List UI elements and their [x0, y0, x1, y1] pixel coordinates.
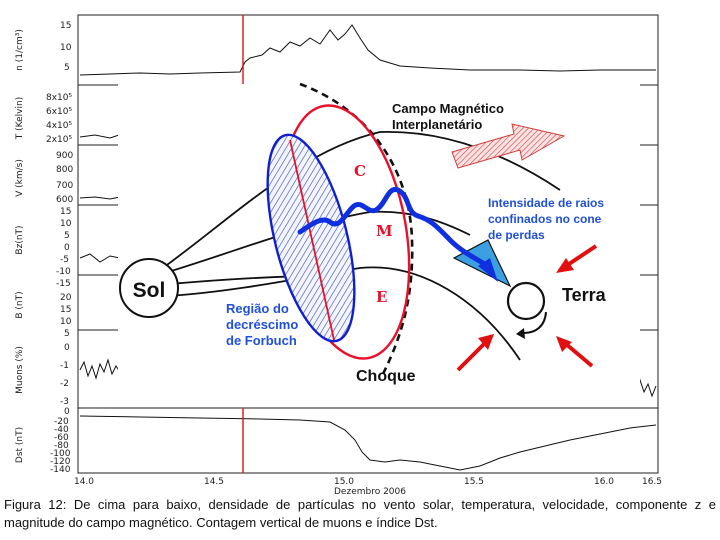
- schematic: Sol Terra C M E Campo Magnético Interpla…: [119, 82, 607, 385]
- dst-tick: -60: [54, 433, 69, 443]
- dst-tick: -140: [50, 465, 71, 475]
- temperature-tick: 8x10⁵: [46, 93, 73, 103]
- b-axis-label: B (nT): [15, 291, 25, 318]
- x-tick: 15.5: [464, 477, 484, 487]
- density-tick: 10: [60, 43, 72, 53]
- dst-tick: -80: [54, 441, 69, 451]
- velocity-trace: [79, 195, 126, 200]
- sun-label: Sol: [133, 279, 166, 302]
- particle-path: [297, 186, 491, 269]
- sun-circle: [119, 258, 179, 318]
- muon-axis-label: Muons (%): [15, 346, 25, 394]
- x-tick: 16.5: [642, 477, 662, 487]
- temperature-tick: 4x10⁵: [46, 121, 73, 131]
- incoming-arrows: [456, 244, 598, 372]
- velocity-axis-label: V (km/s): [15, 159, 25, 197]
- muon-tick: -3: [60, 397, 69, 407]
- muon-trace: [79, 358, 125, 380]
- x-tick: 14.0: [74, 477, 94, 487]
- rotation-arrowhead: [516, 328, 525, 339]
- forbush-label-line3: de Forbuch: [226, 333, 297, 348]
- bz-tick: -10: [56, 267, 71, 277]
- region-e-label: E: [376, 288, 387, 306]
- cr-label-line1: Intensidade de raios: [488, 196, 604, 210]
- velocity-tick: 700: [56, 181, 73, 191]
- dst-tick: -20: [54, 417, 69, 427]
- dst-tick: -120: [50, 457, 71, 467]
- density-tick: 15: [60, 21, 71, 31]
- temperature-tick: 2x10⁵: [46, 135, 73, 145]
- bz-trace: [79, 253, 126, 263]
- dst-tick: -100: [50, 449, 71, 459]
- cme-axis-line: [289, 139, 335, 341]
- earth-label: Terra: [562, 285, 607, 305]
- shock-front: [299, 82, 414, 377]
- forbush-label-line1: Região do: [226, 301, 289, 316]
- temperature-trace: [79, 132, 126, 139]
- imf-label-line1: Campo Magnético: [392, 101, 504, 116]
- velocity-tick: 800: [56, 165, 73, 175]
- x-tick: 15.0: [334, 477, 354, 487]
- x-axis-label: Dezembro 2006: [334, 487, 406, 496]
- forbush-label-line2: decréscimo: [226, 317, 298, 332]
- field-line: [167, 266, 521, 361]
- muon-tick: -1: [60, 361, 69, 371]
- muon-tick: 0: [64, 343, 70, 353]
- muon-tick: -2: [60, 379, 69, 389]
- earth-circle: [506, 281, 546, 321]
- temperature-axis-label: T (Kelvin): [15, 97, 25, 140]
- dst-tick: -40: [54, 425, 69, 435]
- shock-label: Choque: [356, 368, 416, 385]
- x-tick: 14.5: [204, 477, 224, 487]
- b-tick: 20: [60, 293, 72, 303]
- bz-tick: 15: [60, 207, 71, 217]
- field-line: [167, 210, 471, 273]
- density-axis-label: n (1/cm³): [15, 29, 25, 71]
- b-tick: 15: [60, 305, 71, 315]
- bz-tick: 5: [64, 231, 70, 241]
- region-c-label: C: [354, 162, 366, 180]
- dst-trace: [79, 415, 657, 471]
- cr-label-line2: confinados no cone: [488, 212, 602, 226]
- figure-caption: Figura 12: De cima para baixo, densidade…: [4, 497, 716, 530]
- temperature-tick: 6x10⁵: [46, 107, 73, 117]
- dst-tick: 0: [64, 407, 70, 417]
- b-tick: 10: [60, 317, 72, 327]
- rotation-arrow: [523, 311, 547, 334]
- density-tick: 5: [64, 63, 70, 73]
- dst-axis-label: Dst (nT): [15, 427, 25, 463]
- bz-tick: -15: [56, 279, 71, 289]
- particle-arrowhead: [478, 258, 498, 282]
- bz-tick: 0: [64, 243, 70, 253]
- cr-label-line3: de perdas: [488, 228, 545, 242]
- density-trace: [79, 24, 656, 76]
- x-tick: 16.0: [594, 477, 614, 487]
- velocity-tick: 900: [56, 151, 73, 161]
- bz-tick: -5: [60, 255, 69, 265]
- b-tick: 5: [64, 329, 70, 339]
- region-m-label: M: [376, 222, 393, 240]
- bz-axis-label: Bz(nT): [15, 225, 25, 254]
- imf-arrow: [451, 123, 566, 169]
- forbush-figure: 15 10 5 8x10⁵ 6x10⁵ 4x10⁵ 2x10⁵ 900 800 …: [15, 14, 662, 496]
- velocity-tick: 600: [56, 195, 73, 205]
- imf-label-line2: Interplanetário: [392, 117, 482, 132]
- bz-tick: 10: [60, 219, 72, 229]
